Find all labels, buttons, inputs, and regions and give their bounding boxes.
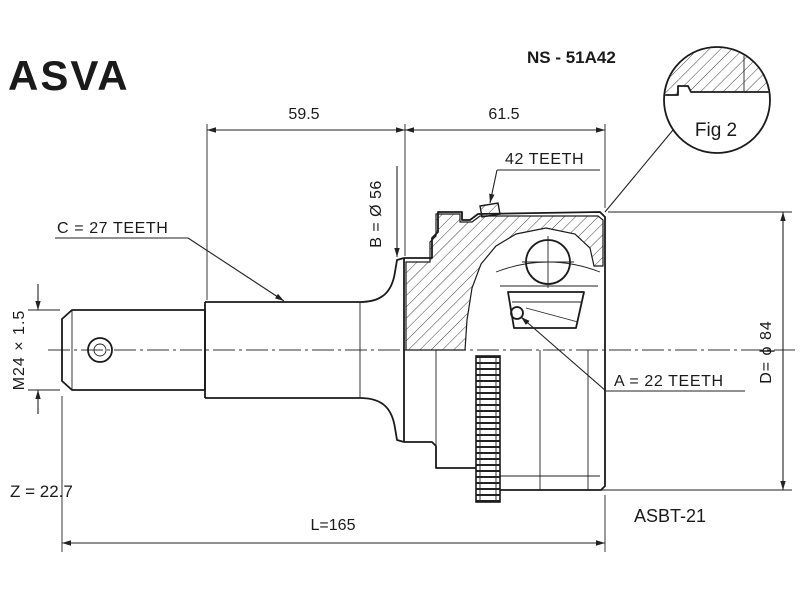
- figure-circle: [663, 46, 771, 154]
- ring-tooth-marker: [479, 202, 501, 218]
- z-value: Z = 22.7: [10, 482, 73, 501]
- top-dimensions: 59.5 61.5: [206, 106, 606, 300]
- dimension-right-value: 61.5: [488, 106, 519, 123]
- thread-value: M24 × 1.5: [11, 310, 28, 391]
- c-teeth-callout: C = 27 TEETH: [55, 220, 285, 302]
- a-teeth-leader: [520, 316, 607, 392]
- c-teeth-label: C = 27 TEETH: [57, 220, 168, 237]
- spline-shaft: [204, 257, 405, 443]
- teeth-ring-callout: 42 TEETH: [489, 151, 600, 204]
- inner-race: [507, 291, 585, 329]
- teeth-ring-label: 42 TEETH: [505, 151, 584, 168]
- teeth-ring-leader: [489, 169, 498, 204]
- thread-dimension: M24 × 1.5: [11, 284, 60, 414]
- b-diameter-dimension: B = Ø 56: [368, 166, 400, 257]
- dimension-left-value: 59.5: [288, 106, 319, 123]
- outer-diameter-value: D= ϕ 84: [758, 320, 775, 384]
- c-teeth-leader: [187, 237, 285, 302]
- article-number: ASBT-21: [634, 506, 706, 526]
- cage-curve: [495, 261, 601, 273]
- figure-detail: Fig 2: [604, 46, 771, 213]
- b-diameter-value: B = Ø 56: [368, 180, 385, 248]
- a-teeth-label: A = 22 TEETH: [614, 373, 724, 390]
- hatched-section: [405, 213, 604, 351]
- outer-cup: [403, 202, 606, 503]
- outer-diameter-dimension: D= ϕ 84: [596, 211, 792, 491]
- part-number: NS - 51A42: [527, 48, 616, 67]
- brand-logo: ASVA: [8, 52, 130, 99]
- spline-shaft-outline: [205, 257, 405, 443]
- figure-connector: [604, 129, 674, 213]
- total-length-value: L=165: [311, 517, 356, 534]
- cotter-pin-hole-inner: [93, 343, 107, 357]
- a-teeth-callout: A = 22 TEETH: [520, 316, 745, 392]
- cotter-pin-hole-outer: [87, 337, 113, 363]
- inner-race-line-2: [525, 307, 579, 323]
- figure-profile: [665, 85, 769, 96]
- figure-label: Fig 2: [695, 120, 737, 141]
- sectioned-housing: [405, 213, 604, 351]
- inner-race-hole: [510, 306, 524, 320]
- total-length-dimension: L=165: [61, 396, 606, 552]
